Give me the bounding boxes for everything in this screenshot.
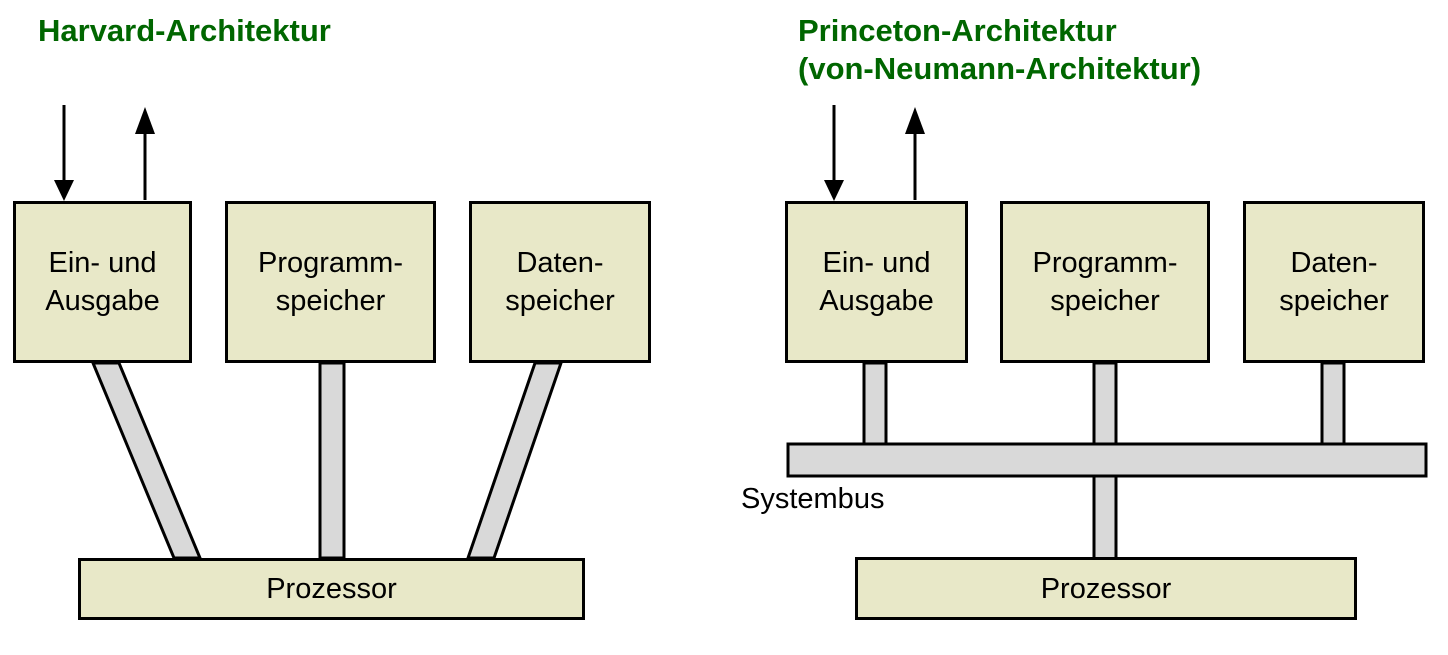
right-title-line2: (von-Neumann-Architektur) xyxy=(798,51,1202,86)
right-box-io-line2: Ausgabe xyxy=(819,285,934,317)
system-bus-bar xyxy=(786,442,1428,478)
left-bus-data xyxy=(465,361,564,560)
right-stub-program xyxy=(1092,361,1118,448)
right-output-arrow xyxy=(905,107,925,200)
right-box-program-memory-line2: speicher xyxy=(1050,285,1160,317)
left-box-io-line1: Ein- und xyxy=(48,247,157,279)
right-box-data-memory-line2: speicher xyxy=(1279,285,1389,317)
right-box-program-memory-line1: Programm- xyxy=(1032,247,1178,279)
left-box-data-memory: Daten- speicher xyxy=(469,201,651,363)
right-box-data-memory: Daten- speicher xyxy=(1243,201,1425,363)
system-bus-label: Systembus xyxy=(741,483,885,515)
left-box-processor-label: Prozessor xyxy=(266,573,397,605)
left-box-io-line2: Ausgabe xyxy=(45,285,160,317)
left-box-program-memory: Programm- speicher xyxy=(225,201,436,363)
right-box-io-line1: Ein- und xyxy=(822,247,931,279)
left-input-arrow xyxy=(54,105,74,201)
right-box-data-memory-line1: Daten- xyxy=(1290,247,1378,279)
left-box-program-memory-line2: speicher xyxy=(275,285,386,317)
right-box-io: Ein- und Ausgabe xyxy=(785,201,968,363)
right-box-processor: Prozessor xyxy=(855,557,1357,620)
left-title: Harvard-Architektur xyxy=(38,13,331,48)
left-bus-program xyxy=(318,361,346,560)
left-box-program-memory-line1: Programm- xyxy=(257,247,403,279)
left-box-processor: Prozessor xyxy=(78,558,585,620)
left-bus-io xyxy=(90,361,203,560)
right-input-arrow xyxy=(824,105,844,201)
right-stub-io xyxy=(862,361,888,448)
left-box-data-memory-line1: Daten- xyxy=(516,247,604,279)
left-box-io: Ein- und Ausgabe xyxy=(13,201,192,363)
left-output-arrow xyxy=(135,107,155,200)
right-stub-data xyxy=(1320,361,1346,448)
right-stub-processor xyxy=(1092,468,1118,562)
left-box-data-memory-line2: speicher xyxy=(505,285,615,317)
right-box-program-memory: Programm- speicher xyxy=(1000,201,1210,363)
right-box-processor-label: Prozessor xyxy=(1040,572,1172,605)
right-title-line1: Princeton-Architektur xyxy=(798,13,1117,48)
